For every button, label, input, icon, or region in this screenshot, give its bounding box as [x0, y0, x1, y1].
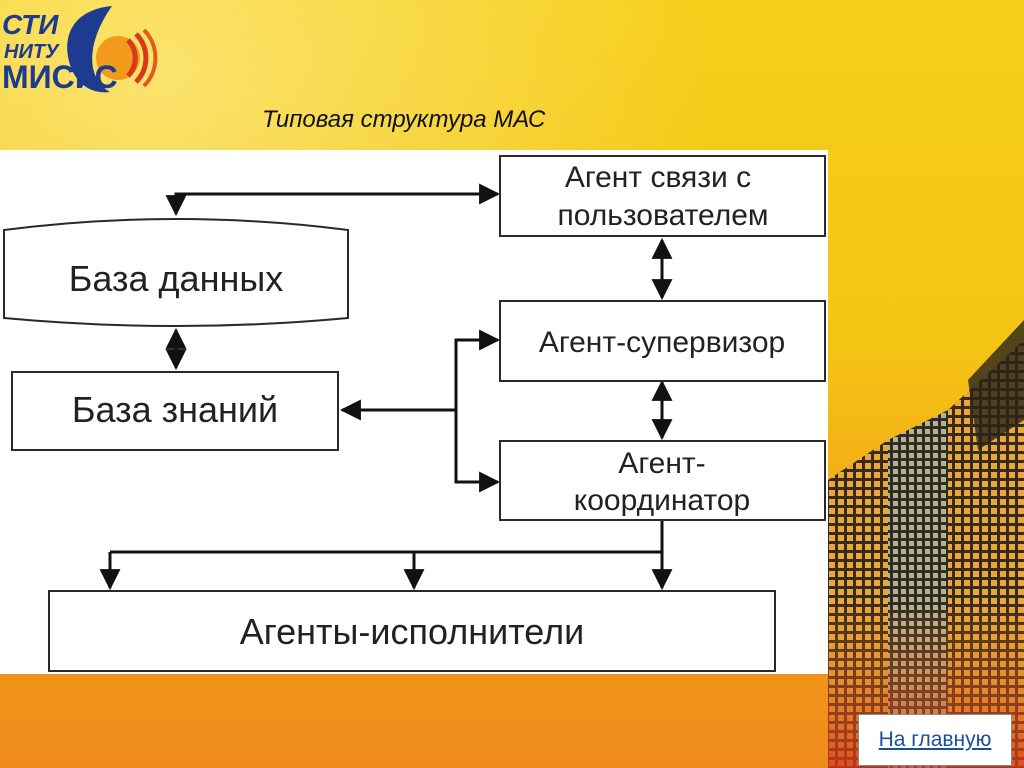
node-executors: Агенты-исполнители — [48, 590, 776, 672]
edge-coordinator-bus — [110, 520, 664, 554]
diagram-panel: База данных База знаний Агент связи с по… — [0, 150, 828, 674]
edge-trunk-to-supervisor — [454, 329, 501, 410]
logo-line-1: СТИ — [2, 9, 59, 40]
edge-trunk-to-coordinator — [454, 410, 501, 493]
node-supervisor-label: Агент-супервизор — [539, 326, 785, 359]
node-coordinator-line-2: координатор — [574, 484, 750, 517]
node-knowledge-base: База знаний — [11, 371, 339, 451]
node-coordinator: Агент- координатор — [499, 440, 826, 521]
node-supervisor: Агент-супервизор — [499, 300, 826, 382]
decorative-buildings-image — [828, 320, 1024, 768]
home-link[interactable]: На главную — [858, 714, 1012, 766]
university-logo: СТИ НИТУ МИСиС — [2, 6, 158, 95]
connectors — [99, 183, 673, 591]
node-comm-agent-line-1: Агент связи с — [565, 161, 751, 194]
mas-structure-diagram: База данных База знаний Агент связи с по… — [3, 155, 826, 672]
node-knowledge-base-label: База знаний — [72, 389, 278, 430]
node-executors-label: Агенты-исполнители — [240, 611, 584, 652]
node-coordinator-line-1: Агент- — [618, 447, 705, 480]
node-comm-agent: Агент связи с пользователем — [499, 155, 826, 237]
node-comm-agent-line-2: пользователем — [557, 199, 768, 232]
logo-line-2: НИТУ — [4, 41, 60, 63]
logo-line-3: МИСиС — [2, 59, 118, 95]
node-database: База данных — [3, 218, 349, 327]
edge-database-comm-agent — [165, 183, 501, 217]
slide-title: Типовая структура МАС — [262, 106, 546, 133]
node-database-label: База данных — [69, 258, 283, 299]
